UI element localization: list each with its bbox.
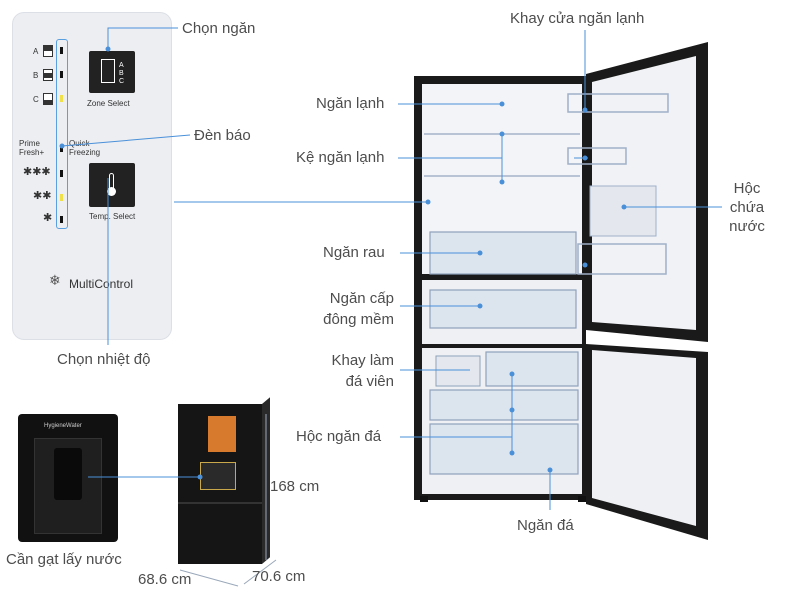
fridge-foot-left: [420, 496, 428, 502]
zone-b-label: B: [33, 71, 39, 80]
label-ngan-cap-2: đông mềm: [323, 311, 394, 328]
label-khay-cua-ngan-lanh: Khay cửa ngăn lạnh: [510, 10, 645, 27]
mode-prime-fresh: Prime Fresh+: [19, 139, 45, 157]
label-can-gat-lay-nuoc: Cần gạt lấy nước: [6, 551, 122, 568]
zone-select-label: Zone Select: [87, 99, 130, 108]
star-2: ✱✱: [33, 190, 52, 202]
indicator-2star: [60, 194, 63, 201]
dot-ngan-cap: [477, 303, 483, 309]
freezer-drawer-3: [429, 423, 579, 475]
label-chon-ngan: Chọn ngăn: [182, 20, 256, 37]
freezer-door-inner: [592, 350, 696, 526]
zone-select-icon: [101, 59, 115, 83]
dot-hoc-chua-nuoc: [621, 204, 627, 210]
dim-height: 168 cm: [270, 478, 320, 495]
dim-width-line: [179, 569, 239, 587]
water-tank: [589, 185, 657, 237]
label-hoc-chua-nuoc-2: chứa: [729, 199, 765, 216]
star-3: ✱✱✱: [23, 166, 51, 178]
dim-width: 68.6 cm: [138, 571, 192, 588]
label-hoc-chua-nuoc-3: nước: [729, 218, 765, 235]
label-khay-lam-1: Khay làm: [331, 352, 394, 369]
label-ngan-lanh: Ngăn lạnh: [316, 95, 385, 112]
dot-den-bao: [59, 143, 65, 149]
dim-depth-line: [243, 559, 277, 585]
small-fridge-divider: [178, 502, 262, 504]
label-ngan-cap-1: Ngăn cấp: [329, 290, 394, 307]
door-bin-bottom: [577, 243, 667, 275]
zone-c-icon: [43, 93, 53, 105]
freezer-drawer-2: [429, 389, 579, 421]
label-ngan-da: Ngăn đá: [517, 517, 574, 534]
dot-khay-cua-c: [582, 262, 588, 268]
small-fridge-sticker: [208, 416, 236, 452]
leader-den-bao: [61, 134, 191, 147]
indicator-c: [60, 95, 63, 102]
dot-ke-1: [499, 131, 505, 137]
indicator-a: [60, 47, 63, 54]
small-fridge-dispenser: [200, 462, 236, 490]
thermometer-bulb: [107, 187, 116, 196]
label-chon-nhiet-do: Chọn nhiệt độ: [57, 351, 151, 368]
leader-chon-ngan: [107, 27, 178, 49]
dot-ngan-rau: [477, 250, 483, 256]
control-panel: A B C A B C Zone Select Prime Fresh+ Qui…: [12, 12, 172, 340]
dot-khay-cua-b: [582, 155, 588, 161]
label-den-bao: Đèn báo: [194, 127, 251, 144]
multicontrol-brand: MultiControl: [69, 277, 134, 291]
label-ngan-rau: Ngăn rau: [323, 244, 385, 261]
snowflake-icon: ❄: [49, 272, 61, 288]
label-hoc-chua-nuoc-1: Hộc: [733, 180, 761, 197]
dim-depth: 70.6 cm: [252, 568, 306, 585]
zone-select-button[interactable]: A B C: [89, 51, 135, 93]
temp-select-button[interactable]: [89, 163, 135, 207]
dot-ngan-lanh: [499, 101, 505, 107]
zone-b-icon: [43, 69, 53, 81]
ice-tray: [435, 355, 481, 387]
label-hoc-ngan-da: Hộc ngăn đá: [296, 428, 382, 445]
soft-freeze-drawer: [429, 289, 577, 329]
dot-khay-cua-a: [582, 107, 588, 113]
water-dispenser: HygieneWater: [18, 414, 118, 542]
small-fridge: [178, 404, 262, 564]
freezer-drawer-1: [485, 351, 579, 387]
star-1: ✱: [43, 212, 53, 224]
dot-hoc-1: [509, 371, 515, 377]
leader-ke-ngan-lanh-a: [398, 134, 503, 159]
indicator-mode: [60, 145, 63, 152]
fridge-foot-right: [578, 496, 586, 502]
dispenser-brand: HygieneWater: [44, 423, 82, 429]
zone-select-letter-b: B: [119, 70, 124, 77]
indicator-3star: [60, 170, 63, 177]
indicator-1star: [60, 216, 63, 223]
mode-quick-freezing: Quick Freezing: [69, 139, 101, 157]
dot-ke-2: [499, 179, 505, 185]
indicator-b: [60, 71, 63, 78]
water-lever: [54, 448, 82, 500]
zone-select-letter-c: C: [119, 78, 125, 85]
indicator-frame: [56, 39, 68, 229]
zone-select-letter-a: A: [119, 62, 124, 69]
dot-ngan-da: [547, 467, 553, 473]
zone-c-label: C: [33, 95, 39, 104]
door-bin-top: [567, 93, 669, 113]
dot-hoc-3: [509, 450, 515, 456]
dot-panel-link: [425, 199, 431, 205]
dot-hoc-2: [509, 407, 515, 413]
door-bin-mid: [567, 147, 627, 165]
label-khay-lam-2: đá viên: [345, 373, 394, 390]
label-ke-ngan-lanh: Kệ ngăn lạnh: [296, 149, 385, 166]
dot-can-gat: [197, 474, 203, 480]
zone-a-label: A: [33, 47, 39, 56]
temp-select-label: Temp. Select: [89, 212, 136, 221]
zone-a-icon: [43, 45, 53, 57]
dot-chon-ngan: [105, 46, 111, 52]
